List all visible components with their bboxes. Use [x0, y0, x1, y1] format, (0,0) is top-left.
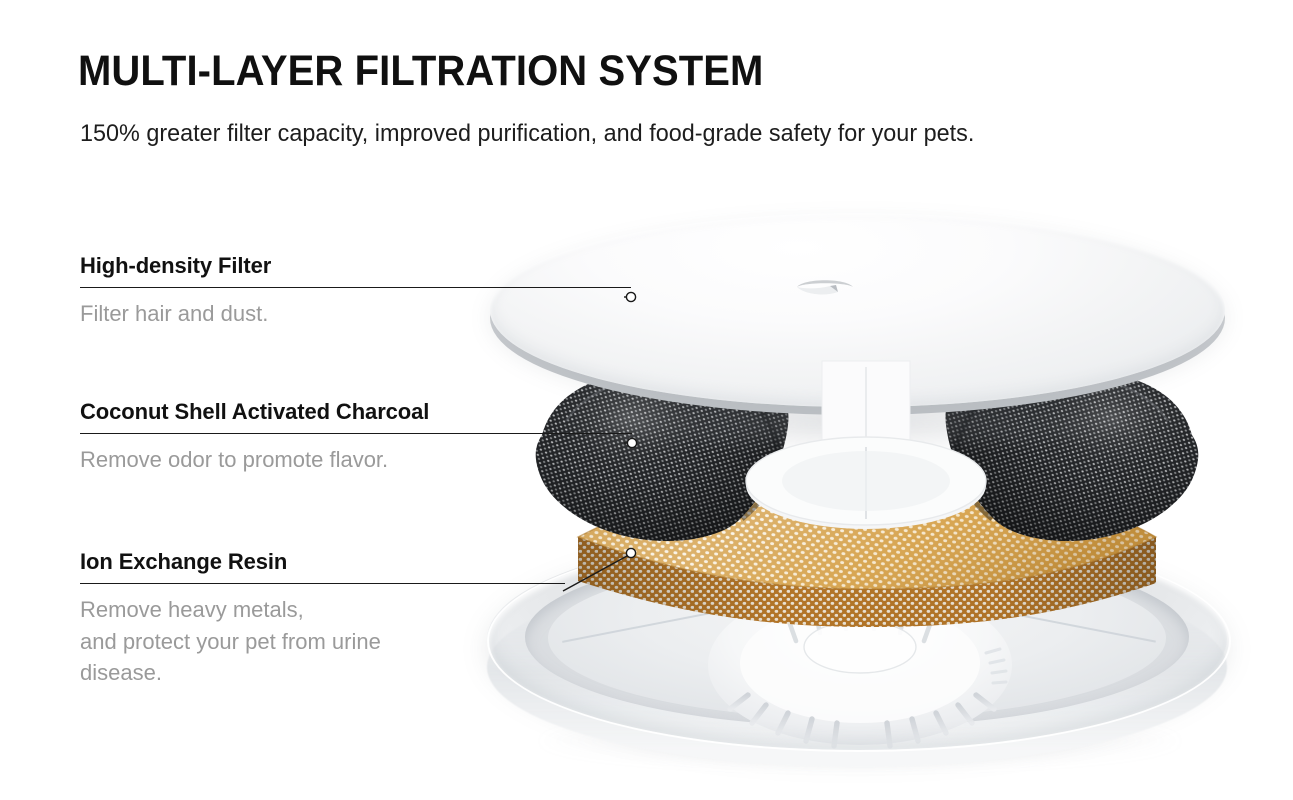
page-subtitle: 150% greater filter capacity, improved p…: [80, 120, 975, 147]
callout-title: Coconut Shell Activated Charcoal: [80, 399, 430, 424]
activated-charcoal-ring: [535, 368, 1199, 541]
callout-high-density-filter: High-density Filter Filter hair and dust…: [80, 253, 631, 330]
callout-rule: [80, 287, 631, 289]
product-exploded-view: [470, 185, 1260, 767]
center-support-column: [745, 360, 987, 529]
callout-description: Remove odor to promote flavor.: [80, 447, 389, 473]
charcoal-arc-right: [945, 368, 1199, 541]
callout-description: Remove heavy metals, and protect your pe…: [80, 597, 381, 685]
charcoal-arc-left: [535, 368, 789, 541]
callout-description: Filter hair and dust.: [80, 301, 269, 327]
callout-ion-exchange-resin: Ion Exchange Resin Remove heavy metals, …: [80, 549, 565, 688]
callout-activated-charcoal: Coconut Shell Activated Charcoal Remove …: [80, 399, 632, 476]
callout-title: Ion Exchange Resin: [80, 549, 288, 574]
callout-rule: [80, 583, 565, 585]
callout-title: High-density Filter: [80, 253, 272, 278]
page-title: MULTI-LAYER FILTRATION SYSTEM: [78, 47, 764, 95]
disc-finger-notch-icon: [797, 280, 853, 295]
callout-rule: [80, 433, 632, 435]
